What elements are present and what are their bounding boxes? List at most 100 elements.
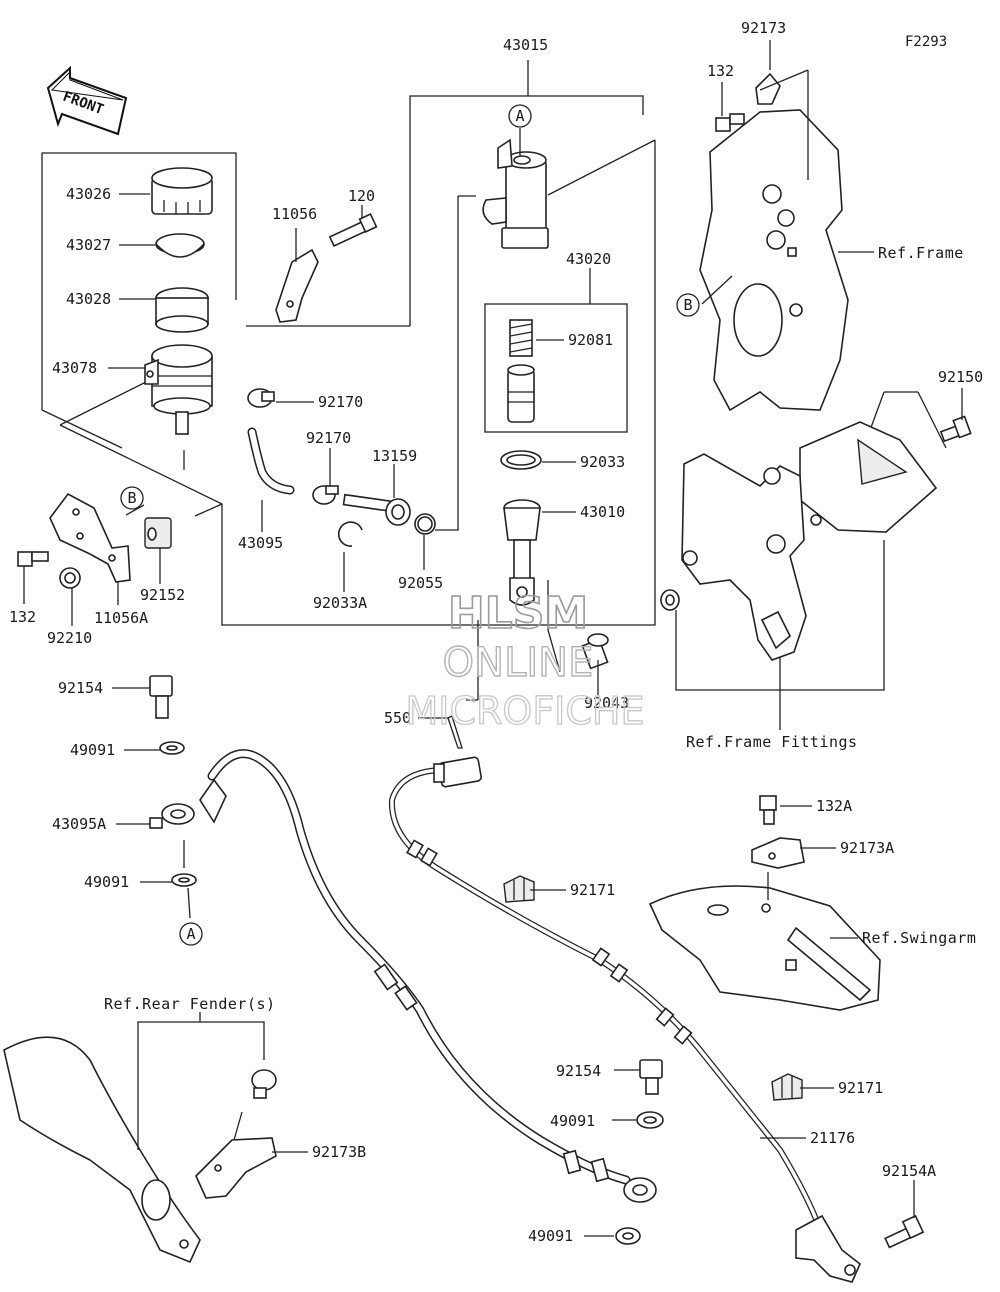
label-13159: 13159	[372, 447, 417, 465]
circle-ref-b-frame: B	[676, 293, 700, 317]
leader-dash-fender	[233, 1111, 243, 1141]
bolt-132-top	[715, 113, 745, 132]
label-43095A: 43095A	[52, 815, 106, 833]
frame-section	[699, 109, 849, 412]
circle-ref-a-top: A	[508, 104, 532, 128]
label-92154-b: 92154	[556, 1062, 601, 1080]
label-92033A: 92033A	[313, 594, 367, 612]
label-43026: 43026	[66, 185, 111, 203]
washer-frame-fittings	[660, 589, 680, 611]
label-92173A: 92173A	[840, 839, 894, 857]
reservoir-cap	[151, 167, 213, 215]
label-11056A: 11056A	[94, 609, 148, 627]
ref-swingarm-label: Ref.Swingarm	[862, 929, 976, 947]
bracket-92173A	[751, 837, 805, 869]
figure-code: F2293	[905, 34, 947, 50]
fitting-13159	[342, 493, 411, 526]
svg-text:B: B	[683, 296, 692, 314]
circlip-92033A	[337, 521, 363, 547]
svg-text:A: A	[186, 925, 195, 943]
bracket-11056A	[49, 492, 131, 583]
label-92150: 92150	[938, 368, 983, 386]
label-43028: 43028	[66, 290, 111, 308]
washer-49091-d	[615, 1227, 641, 1245]
label-92033: 92033	[580, 453, 625, 471]
circle-ref-a-bottom: A	[179, 922, 203, 946]
label-21176: 21176	[810, 1129, 855, 1147]
bolt-rear-fender	[251, 1069, 277, 1099]
reference-labels: Ref.Frame Ref.Frame Fittings Ref.Swingar…	[104, 244, 976, 1013]
rear-fender-section	[3, 1036, 201, 1264]
label-132A: 132A	[816, 797, 852, 815]
footrest-bracket	[681, 421, 938, 661]
washer-49091-c	[636, 1111, 664, 1129]
o-ring-92055	[414, 513, 436, 535]
piston-43020	[507, 364, 535, 423]
bolt-132A	[759, 795, 777, 825]
bolt-92154A	[884, 1214, 925, 1249]
nut-92210	[59, 567, 81, 589]
label-92154A: 92154A	[882, 1162, 936, 1180]
label-49091-a: 49091	[70, 741, 115, 759]
label-92081: 92081	[568, 331, 613, 349]
label-92173B: 92173B	[312, 1143, 366, 1161]
bracket-92173	[755, 72, 781, 105]
clamp-92171-a	[503, 875, 535, 903]
banjo-fitting-lower	[623, 1177, 657, 1203]
part-labels: 43015 92173 132 43026 43027 43028 43078 …	[9, 19, 983, 1245]
washer-49091-b	[171, 873, 197, 887]
clamp-92170-a	[247, 388, 275, 408]
label-92173: 92173	[741, 19, 786, 37]
cotter-pin-550	[447, 715, 463, 749]
hose-43095	[247, 427, 295, 495]
reservoir-diaphragm	[155, 287, 209, 333]
ref-rear-fender-label: Ref.Rear Fender(s)	[104, 995, 276, 1013]
spring-92081	[509, 319, 533, 357]
swingarm-section	[648, 885, 881, 1011]
label-49091-b: 49091	[84, 873, 129, 891]
label-43020: 43020	[566, 250, 611, 268]
clamp-92171-b	[771, 1073, 803, 1101]
bracket-92173B	[195, 1137, 277, 1199]
damper-92152	[144, 517, 172, 549]
label-92171-a: 92171	[570, 881, 615, 899]
label-550: 550	[384, 709, 411, 727]
label-43015: 43015	[503, 36, 548, 54]
watermark-line-1: HLSM	[448, 588, 588, 639]
circle-ref-b-left: B	[120, 486, 144, 510]
brake-hose	[207, 749, 631, 1185]
ref-frame-fittings-label: Ref.Frame Fittings	[686, 733, 858, 751]
pin-92043	[581, 633, 609, 670]
circlip-92033	[500, 450, 542, 470]
bolt-132-left	[17, 551, 49, 567]
banjo-bolt-92154-a	[149, 675, 173, 719]
label-92210: 92210	[47, 629, 92, 647]
label-43010: 43010	[580, 503, 625, 521]
ref-frame-label: Ref.Frame	[878, 244, 964, 262]
banjo-bolt-92154-b	[639, 1059, 663, 1095]
bolt-120	[328, 213, 378, 248]
leader-dash-b	[187, 887, 191, 919]
clamp-92170-b	[312, 485, 339, 505]
reservoir-body	[144, 344, 213, 435]
push-rod-43010	[503, 499, 541, 606]
label-132-left: 132	[9, 608, 36, 626]
assembly-outline-lines	[41, 60, 947, 730]
watermark-line-2: ONLINE	[443, 640, 594, 686]
label-92170-a: 92170	[318, 393, 363, 411]
label-11056: 11056	[272, 205, 317, 223]
bracket-11056	[275, 248, 319, 323]
front-arrow-icon: FRONT	[46, 65, 128, 136]
svg-text:A: A	[515, 107, 524, 125]
label-43078: 43078	[52, 359, 97, 377]
reservoir-plate	[155, 233, 205, 258]
svg-text:B: B	[127, 489, 136, 507]
label-92154-a: 92154	[58, 679, 103, 697]
washer-49091-a	[159, 741, 185, 755]
label-92152: 92152	[140, 586, 185, 604]
label-49091-d: 49091	[528, 1227, 573, 1245]
label-92055: 92055	[398, 574, 443, 592]
label-92043: 92043	[584, 694, 629, 712]
watermark-line-3: MICROFICHE	[405, 689, 644, 733]
